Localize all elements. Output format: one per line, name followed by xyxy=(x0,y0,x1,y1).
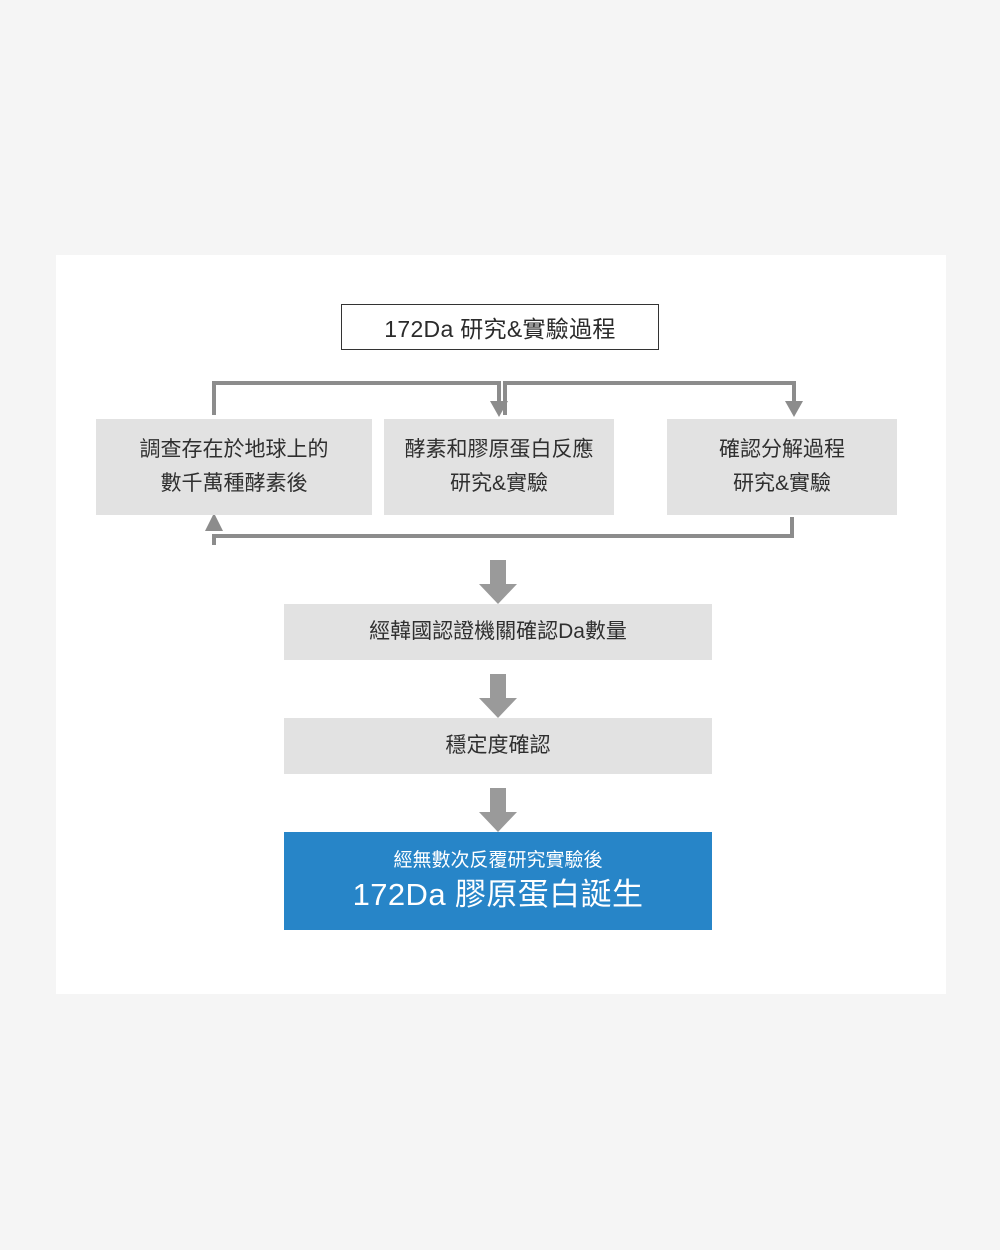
final-result-box[interactable]: 經無數次反覆研究實驗後 172Da 膠原蛋白誕生 xyxy=(284,832,712,930)
flowchart-card: 172Da 研究&實驗過程 調查存在於地球上的 數千萬種酵素後 酵素和膠原蛋白反… xyxy=(56,255,946,994)
sequence-box-stability-check[interactable]: 穩定度確認 xyxy=(284,718,712,774)
arrowhead-to-decomposition xyxy=(785,401,803,417)
final-result-subtitle: 經無數次反覆研究實驗後 xyxy=(393,849,603,871)
process-title-label: 172Da 研究&實驗過程 xyxy=(384,316,616,342)
stage-box-enzyme-collagen-reaction[interactable]: 酵素和膠原蛋白反應 研究&實驗 xyxy=(384,419,614,515)
sequence-box-korea-certification[interactable]: 經韓國認證機關確認Da數量 xyxy=(284,604,712,660)
stage-box-line2: 研究&實驗 xyxy=(732,472,831,495)
sequence-box-line1: 經韓國認證機關確認Da數量 xyxy=(369,620,627,643)
stage-box-decomposition-verification[interactable]: 確認分解過程 研究&實驗 xyxy=(667,419,897,515)
down-arrow-to-final-result xyxy=(479,788,517,832)
down-arrow-to-stability-check xyxy=(479,674,517,718)
stage-box-investigate-enzymes[interactable]: 調查存在於地球上的 數千萬種酵素後 xyxy=(96,419,372,515)
final-result-headline: 172Da 膠原蛋白誕生 xyxy=(352,876,644,912)
stage-box-line1: 確認分解過程 xyxy=(719,438,845,461)
stage-box-line2: 數千萬種酵素後 xyxy=(160,472,308,495)
stage-box-line1: 酵素和膠原蛋白反應 xyxy=(404,438,594,461)
process-title-box: 172Da 研究&實驗過程 xyxy=(341,304,659,350)
down-arrow-to-korea-certification xyxy=(479,560,517,604)
arrowhead-to-enzyme-reaction xyxy=(490,401,508,417)
sequence-box-line1: 穩定度確認 xyxy=(445,734,551,757)
arrowhead-back-to-investigation xyxy=(205,513,223,531)
stage-box-line1: 調查存在於地球上的 xyxy=(139,438,329,461)
stage-box-line2: 研究&實驗 xyxy=(449,472,548,495)
